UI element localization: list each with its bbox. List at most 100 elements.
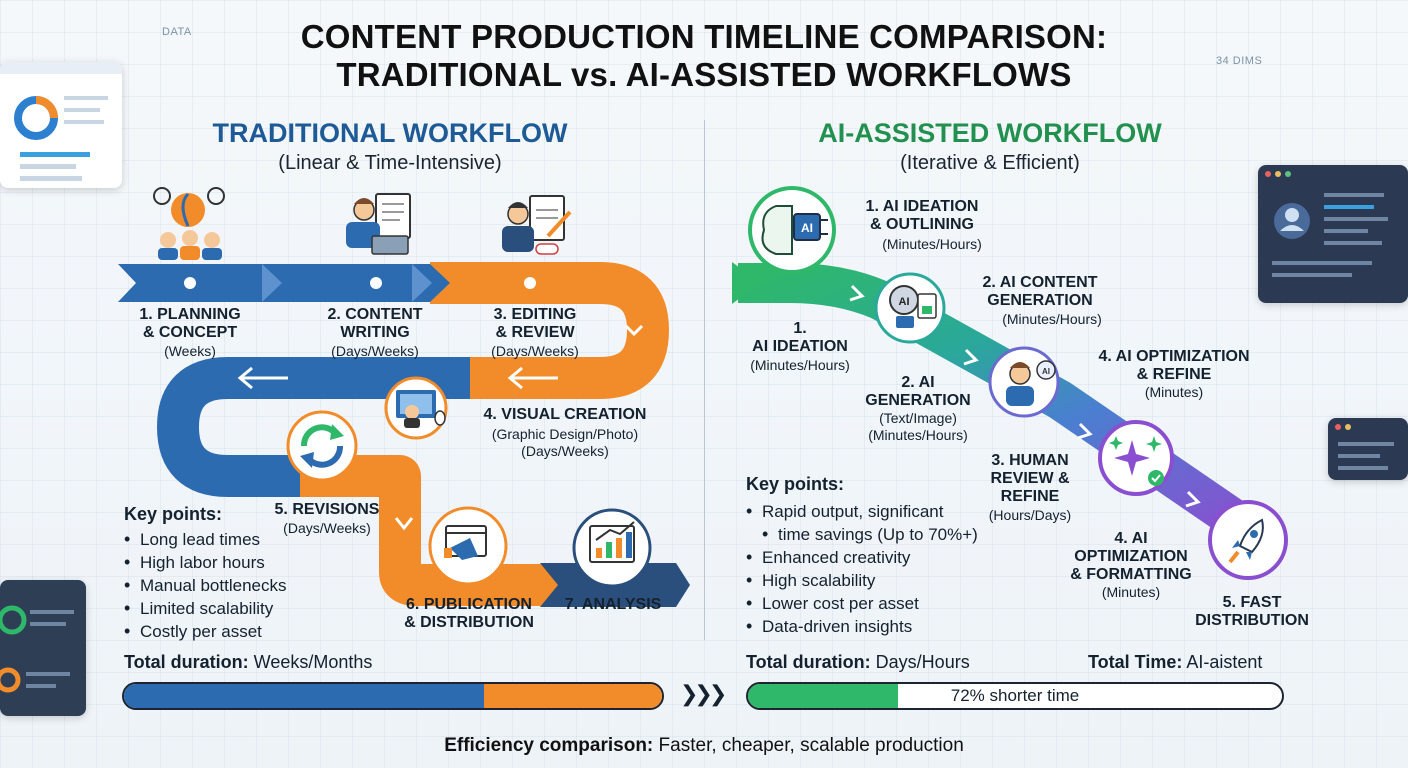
ai-step-2-top-label: 2. AI CONTENT GENERATION: [982, 274, 1098, 309]
svg-text:AI: AI: [801, 221, 813, 235]
ai-step-1-label: 1. AI IDEATION: [752, 320, 848, 355]
page-title: CONTENT PRODUCTION TIMELINE COMPARISON: …: [300, 18, 1108, 93]
chart-panel-icon: [0, 605, 74, 693]
ai-step-2-top-time: (Minutes/Hours): [1002, 311, 1102, 327]
ai-step-1-time: (Minutes/Hours): [750, 357, 850, 373]
ai-key-points-title: Key points:: [746, 474, 845, 494]
list-item: Long lead times: [124, 528, 286, 551]
trad-step-3-label: 3. EDITING & REVIEW: [493, 306, 577, 341]
planning-team-icon: [153, 187, 225, 260]
arrow-icon: [963, 348, 979, 366]
trad-step-5-label: 5. REVISIONS: [274, 501, 380, 518]
dims-tag: 34 DIMS: [1216, 55, 1263, 67]
profile-code-icon: [1265, 171, 1388, 277]
list-item: time savings (Up to 70%+): [746, 523, 978, 546]
ai-key-points-list: Rapid output, significant time savings (…: [746, 500, 978, 638]
svg-text:AI: AI: [1042, 367, 1050, 376]
trad-step-1-time: (Weeks): [164, 343, 216, 359]
ai-step-3-label: 3. HUMAN REVIEW & REFINE: [990, 452, 1070, 505]
content-writer-icon: [346, 193, 411, 255]
ribbon-chevron: [262, 264, 282, 302]
svg-text:AI: AI: [899, 296, 910, 308]
list-item: Lower cost per asset: [746, 592, 978, 615]
arrow-icon: [1185, 490, 1201, 508]
code-panel-right-top: [1258, 165, 1408, 303]
ai-generation-icon: AI: [874, 272, 946, 344]
ai-step-2-time: (Text/Image) (Minutes/Hours): [868, 410, 968, 443]
list-item: Rapid output, significant: [746, 500, 978, 523]
trad-step-2-label: 2. CONTENT WRITING: [327, 306, 423, 341]
section-divider: [704, 120, 705, 640]
ai-step-1-top-time: (Minutes/Hours): [882, 236, 982, 252]
list-item: Enhanced creativity: [746, 546, 978, 569]
ribbon-chevron: [412, 264, 432, 302]
arrow-left-icon: [237, 366, 288, 390]
ai-step-5-label: 5. FAST DISTRIBUTION: [1195, 594, 1309, 629]
trad-step-4-time: (Graphic Design/Photo) (Days/Weeks): [491, 426, 639, 459]
ai-step-4-time: (Minutes): [1101, 584, 1161, 600]
publication-icon: [428, 506, 508, 586]
traditional-title: TRADITIONAL WORKFLOW: [212, 118, 568, 148]
list-item: High scalability: [746, 569, 978, 592]
trad-step-3-time: (Days/Weeks): [491, 343, 579, 359]
arrow-down-icon: [624, 324, 644, 337]
revisions-icon: [286, 410, 358, 482]
editor-review-icon: [502, 195, 572, 255]
arrow-down-icon: [394, 517, 414, 531]
ai-duration-bar: 72% shorter time: [746, 682, 1284, 710]
trad-step-1-label: 1. PLANNING & CONCEPT: [139, 306, 241, 341]
ai-step-4-top-label: 4. AI OPTIMIZATION & REFINE: [1098, 348, 1250, 383]
list-item: Data-driven insights: [746, 615, 978, 638]
trad-key-points-list: Long lead times High labor hours Manual …: [124, 528, 286, 643]
ai-subtitle: (Iterative & Efficient): [900, 152, 1080, 174]
dashboard-panel-left-top: [0, 62, 122, 188]
list-item: Costly per asset: [124, 620, 286, 643]
blue-ribbon-top: [118, 264, 450, 302]
ai-path-start: [732, 262, 760, 304]
arrow-left-icon: [507, 366, 558, 390]
ai-total-duration: Total duration: Days/Hours: [746, 652, 970, 672]
blue-loop-path: [156, 357, 470, 497]
trad-key-points-title: Key points:: [124, 504, 223, 524]
list-item: High labor hours: [124, 551, 286, 574]
step-dot: [184, 277, 196, 289]
trad-step-5-time: (Days/Weeks): [283, 520, 371, 536]
trad-bar-blue-segment: [124, 684, 485, 708]
ai-bar-fill: [748, 684, 898, 708]
step-dot: [524, 277, 536, 289]
ai-bar-text: 72% shorter time: [950, 686, 1080, 705]
orange-path-lower: [250, 455, 560, 606]
ai-total-time: Total Time: AI-aistent: [1088, 652, 1263, 672]
arrow-icon: [1077, 422, 1093, 440]
chevrons-right-icon: ❯❯❯: [680, 681, 727, 706]
data-tag: DATA: [162, 26, 192, 38]
analysis-arrow-tip: [676, 563, 690, 607]
trad-step-2-time: (Days/Weeks): [331, 343, 419, 359]
efficiency-footer: Efficiency comparison: Faster, cheaper, …: [444, 735, 964, 756]
sparkle-optimization-icon: [1098, 420, 1174, 496]
orange-curve-top: [430, 262, 670, 399]
ai-step-4-label: 4. AI OPTIMIZATION & FORMATTING: [1070, 530, 1192, 583]
ai-title: AI-ASSISTED WORKFLOW: [818, 118, 1162, 148]
list-item: Manual bottlenecks: [124, 574, 286, 597]
traditional-subtitle: (Linear & Time-Intensive): [278, 152, 502, 174]
dashboard-panel-left-bottom: [0, 580, 86, 716]
ai-brain-chip-icon: AI: [748, 186, 836, 274]
human-review-icon: AI: [988, 346, 1060, 418]
arrow-icon: [849, 284, 865, 302]
step-dot: [370, 277, 382, 289]
trad-bar-orange-segment: [484, 684, 662, 708]
ai-step-2-label: 2. AI GENERATION: [865, 374, 971, 409]
ai-step-4-top-time: (Minutes): [1144, 384, 1204, 400]
traditional-flow-diagram: [118, 187, 690, 607]
trad-step-7-label: 7. ANALYSIS: [564, 596, 662, 613]
visual-creation-icon: [384, 376, 448, 440]
code-lines-icon: [1335, 424, 1394, 470]
trad-step-4-label: 4. VISUAL CREATION: [483, 406, 647, 423]
ai-step-3-time: (Hours/Days): [988, 507, 1072, 523]
trad-total-duration: Total duration: Weeks/Months: [124, 652, 373, 672]
rocket-icon: [1208, 500, 1288, 580]
donut-chart-icon: [14, 96, 108, 181]
ai-step-1-top-label: 1. AI IDEATION & OUTLINING: [865, 198, 979, 233]
